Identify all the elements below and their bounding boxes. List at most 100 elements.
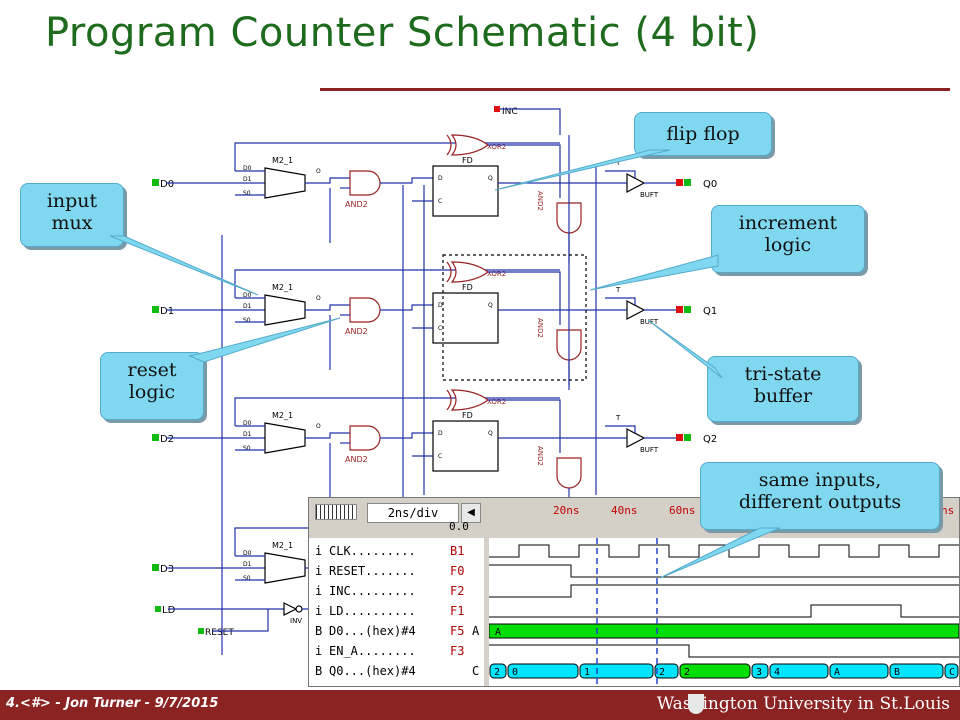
- flip-flop-box: [432, 420, 499, 472]
- inc-waveform: [489, 584, 959, 598]
- signal-name: EN_A........: [329, 644, 416, 658]
- callout-same-inputs-line1: same inputs,: [758, 469, 882, 491]
- mux-pin-label: D1: [243, 176, 252, 183]
- q0-bus-segment: [889, 663, 944, 679]
- inverter-bubble: [295, 605, 303, 613]
- mux-pin-label: D0: [243, 420, 252, 427]
- input-label: D0: [160, 179, 174, 190]
- ff-label: FD: [462, 283, 473, 292]
- xor-gate: [450, 261, 489, 283]
- ff-label: FD: [462, 156, 473, 165]
- inc-label: INC: [502, 107, 518, 117]
- and-vertical-label: AND2: [536, 318, 544, 338]
- wire: [500, 108, 561, 135]
- input-pad: [152, 179, 159, 186]
- signal-type: B: [315, 664, 323, 678]
- ff-pin-label: D: [438, 430, 443, 437]
- ld-waveform: [489, 604, 959, 618]
- signal-type: i: [315, 544, 323, 558]
- mux-pin-label: S0: [243, 190, 251, 197]
- signal-current-value: C: [472, 664, 480, 678]
- mux-pin-label: D1: [243, 303, 252, 310]
- wire: [488, 399, 561, 453]
- footer-credit: 4.<#> - Jon Turner - 9/7/2015: [6, 696, 219, 711]
- increment-logic-box: [442, 254, 587, 381]
- inv-label: INV: [290, 617, 302, 625]
- wire: [380, 177, 433, 184]
- xor-gate: [450, 389, 489, 411]
- mux-pin-label: D0: [243, 165, 252, 172]
- xor-label: XOR2: [487, 143, 506, 151]
- buft-pin-label: T: [615, 159, 621, 167]
- signal-type: i: [315, 564, 323, 578]
- q0-bus-segment: [654, 663, 679, 679]
- callout-flip-flop-text: flip flop: [666, 123, 740, 145]
- output-label: Q0: [703, 179, 717, 190]
- buft-pin-label: T: [615, 286, 621, 294]
- signal-name: CLK.........: [329, 544, 416, 558]
- tick-label: 60ns: [669, 504, 696, 517]
- reset-pad: [198, 628, 204, 634]
- callout-increment-logic: increment logic: [711, 205, 865, 273]
- output-pad-green: [684, 179, 691, 186]
- q0-bus-value: 4: [774, 667, 780, 678]
- tick-label: ns: [941, 504, 955, 517]
- signal-key: F5: [450, 624, 465, 638]
- ruler-icon[interactable]: [315, 504, 357, 520]
- time-zero: 0.0: [449, 520, 469, 533]
- q0-bus-value: 1: [584, 667, 590, 678]
- q0-bus-segment: [944, 663, 959, 679]
- mux-symbol: [264, 552, 306, 584]
- mux-pin-label: O: [316, 168, 321, 175]
- footer-university: Washington University in St.Louis: [656, 694, 950, 714]
- ff-pin-label: C: [438, 198, 442, 205]
- q0-bus-segment: [829, 663, 889, 679]
- signal-name: INC.........: [329, 584, 416, 598]
- q0-bus-segment: [679, 663, 751, 679]
- q0-bus-value: 0: [512, 667, 518, 678]
- xor-gate-curve: [446, 389, 452, 411]
- arrow-left-icon[interactable]: ◀: [461, 503, 481, 523]
- time-scale-select[interactable]: 2ns/div: [367, 503, 459, 523]
- signal-current-value: A: [472, 624, 480, 638]
- flip-flop-box: [432, 292, 499, 344]
- signal-type: B: [315, 624, 323, 638]
- wire: [234, 142, 560, 171]
- time-ruler: 20ns 40ns 60ns ns: [491, 498, 959, 536]
- input-label: D2: [160, 434, 174, 445]
- mux-symbol: [264, 167, 306, 199]
- signal-type: i: [315, 584, 323, 598]
- mux-label: M2_1: [272, 541, 293, 550]
- signal-row[interactable]: B Q0...(hex)#4 C: [309, 661, 484, 681]
- xor-gate: [450, 134, 489, 156]
- and-gate: [349, 297, 381, 323]
- xor-label: XOR2: [487, 270, 506, 278]
- mux-label: M2_1: [272, 411, 293, 420]
- output-pad-green: [684, 306, 691, 313]
- mux-pin-label: O: [316, 423, 321, 430]
- signal-name: Q0...(hex)#4: [329, 664, 416, 678]
- callout-tristate-buffer-line2: buffer: [753, 385, 813, 407]
- inc-pad: [494, 106, 500, 112]
- input-label: D3: [160, 564, 174, 575]
- d0-bus-value: A: [495, 627, 501, 638]
- output-pad-red: [676, 306, 683, 313]
- tick-label: 20ns: [553, 504, 580, 517]
- flip-flop-box: [432, 165, 499, 217]
- wire: [380, 304, 433, 311]
- signal-key: F0: [450, 564, 465, 578]
- q0-bus-segment: [507, 663, 579, 679]
- xor-gate-curve: [446, 261, 452, 283]
- mux-label: M2_1: [272, 156, 293, 165]
- q0-bus-value: 3: [756, 667, 762, 678]
- q0-bus-segment: [769, 663, 829, 679]
- reset-label: RESET: [205, 628, 234, 638]
- xor-label: XOR2: [487, 398, 506, 406]
